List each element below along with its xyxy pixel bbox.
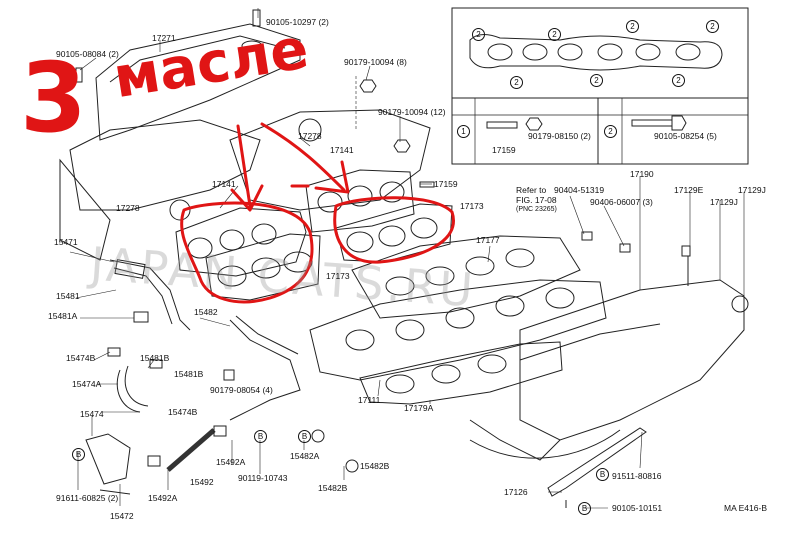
handwritten-number: 3 [20, 42, 87, 154]
part-15482A: 15482A [290, 451, 320, 461]
refer-to-label: Refer to [516, 185, 547, 195]
red-annotations [180, 122, 455, 304]
inset-badge: 2 [626, 20, 639, 33]
part-17177: 17177 [476, 235, 500, 245]
part-17126: 17126 [504, 487, 528, 497]
part-17141-b: 17141 [212, 179, 236, 189]
part-17173-a: 17173 [460, 201, 484, 211]
inset-badge: 2 [672, 74, 685, 87]
red-circle-right [333, 196, 455, 264]
exhaust-flanges [175, 169, 453, 301]
part-15481B-b: 15481B [174, 369, 204, 379]
bolt-marker: B [596, 468, 609, 481]
part-90406-06007: 90406-06007 (3) [590, 197, 653, 207]
inset-row-badge: 2 [604, 125, 617, 138]
part-17111: 17111 [358, 395, 381, 405]
part-15481A: 15481A [48, 311, 78, 321]
inset-part-90179-08150: 90179-08150 (2) [528, 131, 591, 141]
inset-row-badge: 1 [457, 125, 470, 138]
water-pipes [85, 259, 301, 495]
part-90179-10094-8: 90179-10094 (8) [344, 57, 407, 67]
part-90105-08084: 90105-08084 (2) [56, 49, 119, 59]
intake-manifold [469, 256, 749, 461]
head-cover [95, 23, 301, 141]
part-91611-60825: 91611-60825 (2) [56, 493, 119, 503]
fasteners [75, 9, 691, 473]
part-17129J-b: 17129J [710, 197, 738, 207]
part-90105-10297: 90105-10297 (2) [266, 17, 329, 27]
red-arrow-down [230, 124, 264, 212]
diagram-code: MA E416-B [724, 503, 767, 513]
intake-gaskets [309, 235, 607, 405]
part-15474B-b: 15474B [168, 407, 198, 417]
bolt-marker: B [298, 430, 311, 443]
part-15474A: 15474A [72, 379, 102, 389]
inset-badge: 2 [706, 20, 719, 33]
part-15482B-a: 15482B [360, 461, 390, 471]
part-17129E: 17129E [674, 185, 704, 195]
part-90105-10151: 90105-10151 [612, 503, 663, 513]
part-17129J-a: 17129J [738, 185, 766, 195]
part-90404-51319: 90404-51319 [554, 185, 605, 195]
refer-fig: FIG. 17-08 [516, 195, 557, 205]
part-17159: 17159 [434, 179, 458, 189]
part-17278-b: 17278 [116, 203, 140, 213]
part-17141-a: 17141 [330, 145, 354, 155]
inset-badge: 2 [510, 76, 523, 89]
part-15492A-a: 15492A [216, 457, 246, 467]
part-17179A: 17179A [404, 403, 434, 413]
part-90179-10094-12: 90179-10094 (12) [378, 107, 446, 117]
part-15481B-a: 15481B [140, 353, 170, 363]
manifold-stay [547, 427, 647, 508]
part-15471: 15471 [54, 237, 78, 247]
inset-gasket [469, 34, 723, 71]
part-15492A-b: 15492A [148, 493, 178, 503]
part-15472: 15472 [110, 511, 134, 521]
part-17190: 17190 [630, 169, 654, 179]
cylinder-heads [59, 109, 431, 261]
part-17271: 17271 [152, 33, 176, 43]
part-17278-a: 17278 [298, 131, 322, 141]
inset-frame [451, 7, 749, 165]
part-90119-10743: 90119-10743 [238, 473, 288, 483]
red-circle-left [180, 201, 314, 304]
bolt-marker: B [578, 502, 591, 515]
part-90179-08054: 90179-08054 (4) [210, 385, 273, 395]
leader-lines [69, 8, 745, 509]
inset-badge: 2 [590, 74, 603, 87]
inset-badge: 2 [472, 28, 485, 41]
inset-part-17159: 17159 [492, 145, 516, 155]
part-15482B-b: 15482B [318, 483, 348, 493]
inset-part-90105-08254: 90105-08254 (5) [654, 131, 717, 141]
bolt-marker: B [254, 430, 267, 443]
part-15481: 15481 [56, 291, 80, 301]
refer-pnc: (PNC 23265) [516, 206, 557, 213]
inset-badge: 2 [548, 28, 561, 41]
red-arrow-right [260, 122, 350, 194]
bolt-marker: B [72, 448, 85, 461]
part-15474: 15474 [80, 409, 104, 419]
part-15492: 15492 [190, 477, 214, 487]
part-15482: 15482 [194, 307, 218, 317]
line-art [59, 7, 749, 509]
part-91511-80816: 91511-80816 [612, 471, 662, 481]
part-15474B-a: 15474B [66, 353, 96, 363]
part-17173-b: 17173 [326, 271, 350, 281]
